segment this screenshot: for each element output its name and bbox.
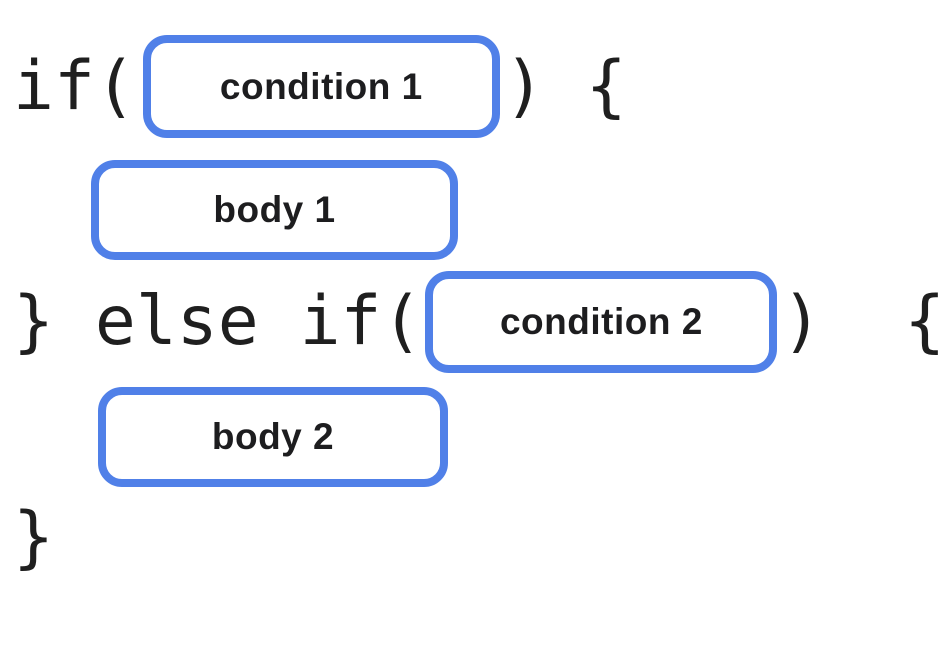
- code-line-else-if: } else if( condition 2 ) {: [0, 271, 942, 373]
- code-text-else-if-open: } else if(: [13, 282, 423, 361]
- condition-1-label: condition 1: [219, 65, 423, 107]
- condition-2-label: condition 2: [499, 301, 703, 342]
- body-2-label: body 2: [211, 416, 335, 457]
- code-text-close-paren-open-brace-1: ) {: [503, 46, 627, 126]
- condition-2-slot: condition 2: [425, 271, 778, 373]
- code-text-if-open: if(: [13, 46, 136, 126]
- code-line-body-2: body 2: [0, 387, 448, 487]
- body-2-slot: body 2: [98, 387, 448, 487]
- condition-1-slot: condition 1: [142, 35, 500, 138]
- code-text-close-paren-open-brace-2: ) {: [781, 282, 942, 361]
- code-line-closing-brace: }: [0, 502, 54, 574]
- code-text-closing-brace: }: [13, 498, 54, 577]
- code-line-if: if( condition 1 ) {: [0, 35, 627, 138]
- code-line-body-1: body 1: [0, 160, 458, 260]
- body-1-label: body 1: [213, 189, 336, 230]
- body-1-slot: body 1: [91, 160, 458, 260]
